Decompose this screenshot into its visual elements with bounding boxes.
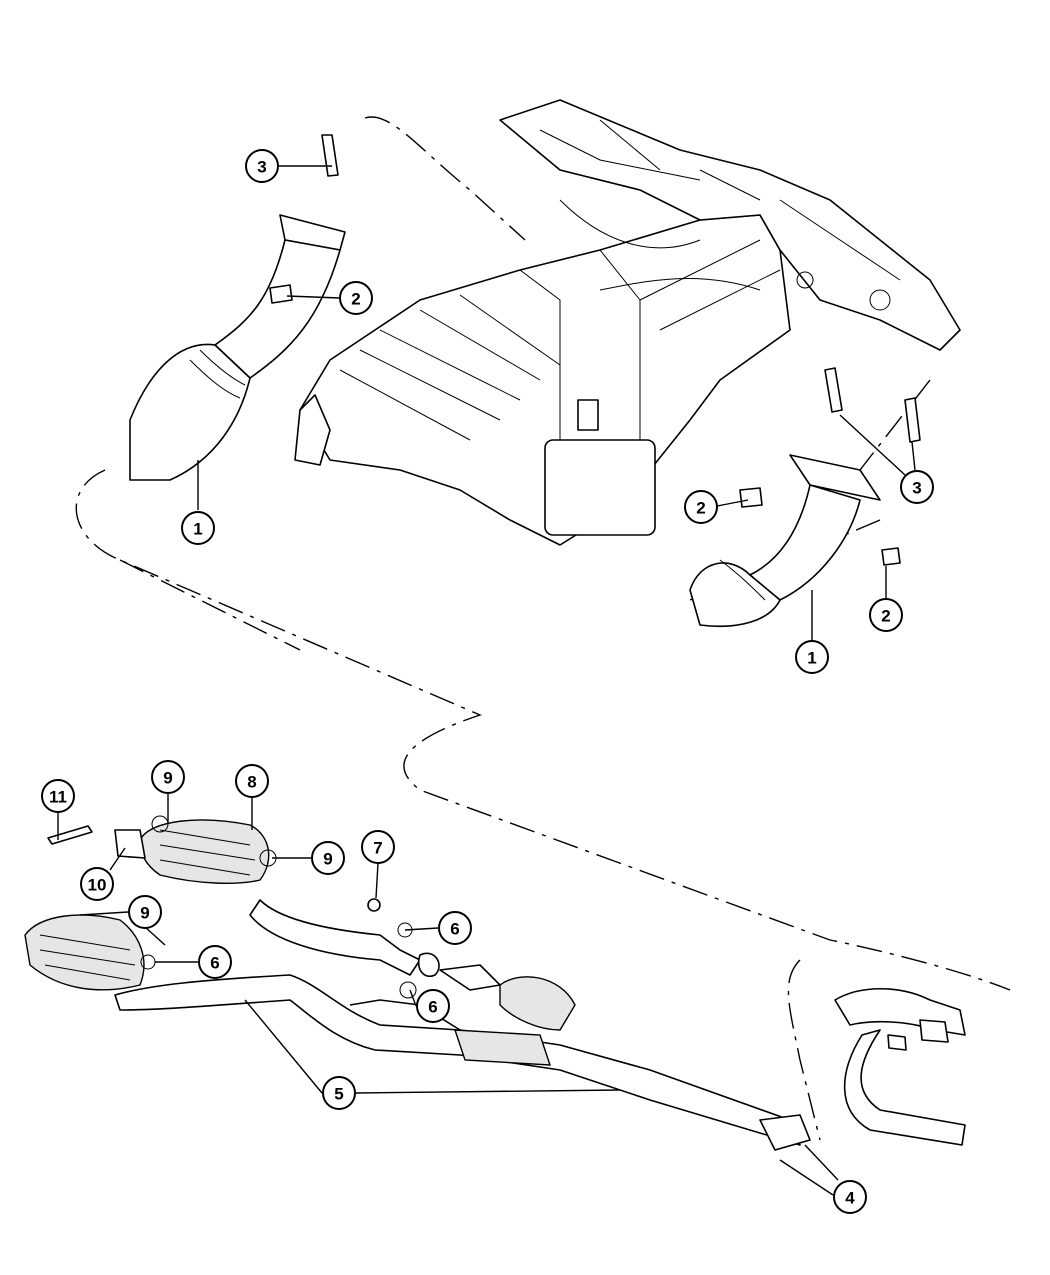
callout-11-label: 11 <box>49 788 67 807</box>
callout-6b: 6 <box>198 945 232 979</box>
callout-2a-label: 2 <box>351 290 360 309</box>
callout-10: 10 <box>80 867 114 901</box>
callout-9a: 9 <box>151 760 185 794</box>
leader-lines <box>57 165 916 1196</box>
callout-6a-label: 6 <box>450 920 459 939</box>
callout-3a: 3 <box>245 149 279 183</box>
callout-1a: 1 <box>181 511 215 545</box>
callout-3a-label: 3 <box>257 158 266 177</box>
callout-5-label: 5 <box>334 1085 343 1104</box>
callout-9c: 9 <box>128 895 162 929</box>
callout-6c: 6 <box>416 989 450 1023</box>
callout-2b: 2 <box>684 490 718 524</box>
callout-6c-label: 6 <box>428 998 437 1017</box>
callout-7-label: 7 <box>373 839 382 858</box>
transmission-assembly <box>294 99 961 546</box>
callout-9b: 9 <box>311 841 345 875</box>
callout-2c-label: 2 <box>881 607 890 626</box>
callout-5: 5 <box>322 1076 356 1110</box>
tailpipe-inset <box>834 988 966 1146</box>
callout-2b-label: 2 <box>696 499 705 518</box>
callout-1b-label: 1 <box>807 649 816 668</box>
callout-10-label: 10 <box>88 876 107 895</box>
catalytic-converter-right <box>321 134 921 628</box>
callout-7: 7 <box>361 830 395 864</box>
callout-3b-label: 3 <box>912 479 921 498</box>
callout-8: 8 <box>235 764 269 798</box>
callout-2c: 2 <box>869 598 903 632</box>
callout-1b: 1 <box>795 640 829 674</box>
callout-1a-label: 1 <box>193 520 202 539</box>
callout-2a: 2 <box>339 281 373 315</box>
callout-8-label: 8 <box>247 773 256 792</box>
catalytic-converter-left <box>129 214 346 481</box>
callout-9a-label: 9 <box>163 769 172 788</box>
callout-9b-label: 9 <box>323 850 332 869</box>
callout-9c-label: 9 <box>140 904 149 923</box>
callout-11: 11 <box>41 779 75 813</box>
callout-4-label: 4 <box>845 1189 855 1208</box>
callout-3b: 3 <box>900 470 934 504</box>
callout-4: 4 <box>833 1180 867 1214</box>
callout-6a: 6 <box>438 911 472 945</box>
callout-6b-label: 6 <box>210 954 219 973</box>
